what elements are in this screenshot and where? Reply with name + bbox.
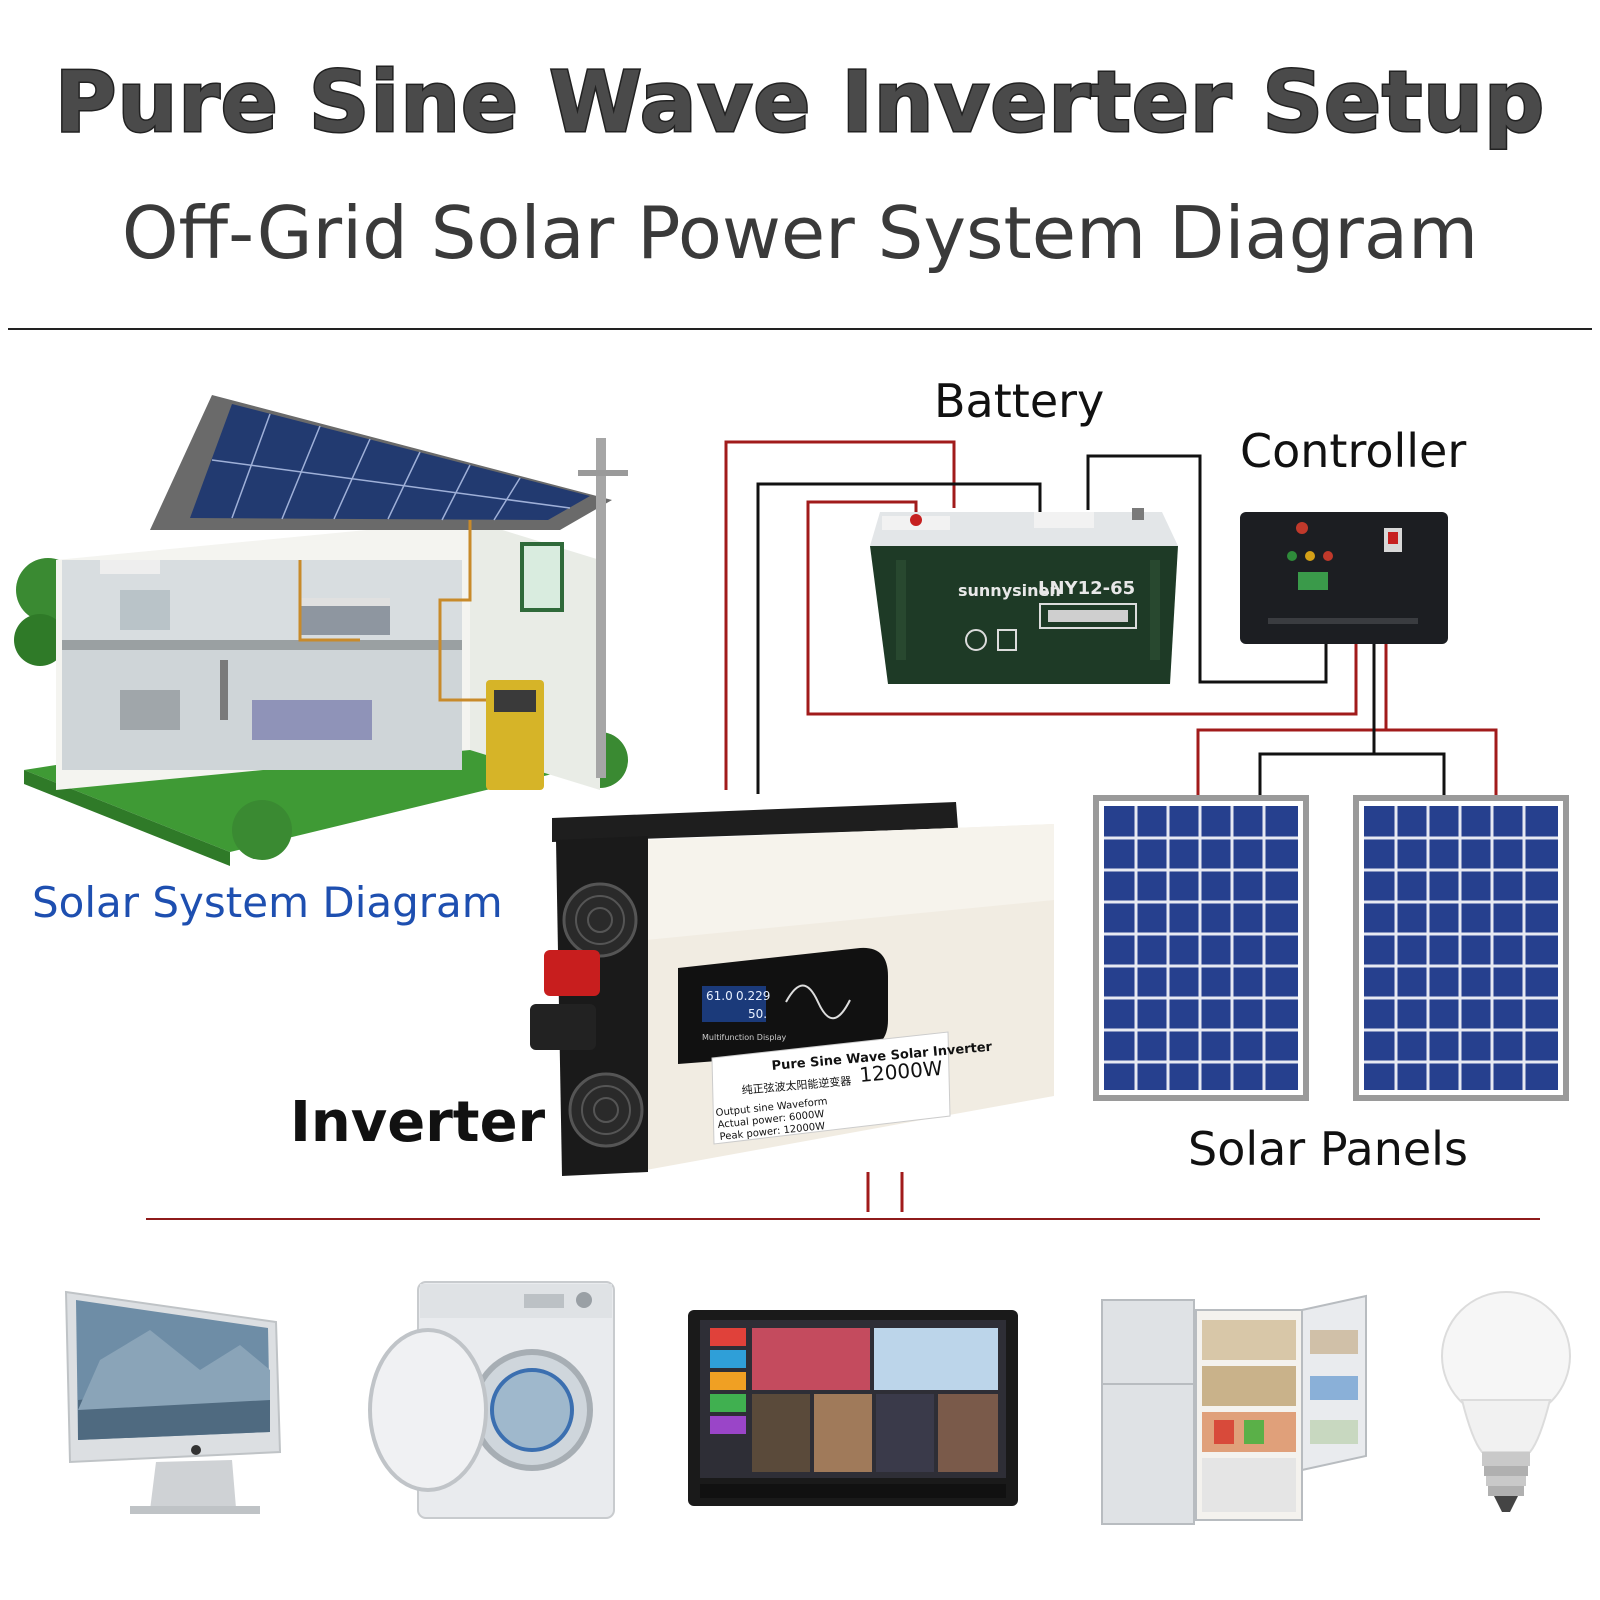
header-divider [8, 328, 1592, 330]
sine-wave-icon [785, 984, 851, 1020]
lcd-readout-left: 61.0 [706, 989, 733, 1003]
display-label: Multifunction Display [702, 1033, 787, 1042]
battery-negative-terminal [1132, 508, 1144, 520]
inverter-positive-terminal [544, 950, 600, 996]
battery-brand-text: sunnysinen [958, 581, 1061, 600]
inverter-illustration: 61.0 0.229 50. Multifunction Display Pur… [530, 802, 1054, 1176]
wire-controller-panel-positive-2 [1386, 728, 1498, 798]
wire-battery-controller-positive [806, 500, 1358, 716]
wire-inverter-battery-positive [724, 440, 956, 790]
television-icon [688, 1310, 1018, 1506]
page-subtitle: Off-Grid Solar Power System Diagram [121, 191, 1479, 275]
inverter-negative-terminal [530, 1004, 596, 1050]
solar-panel-right [1353, 795, 1569, 1101]
lcd-readout-right: 0.229 [736, 989, 770, 1003]
charge-controller-illustration [1240, 512, 1448, 644]
house-illustration [14, 395, 628, 866]
wire-controller-panel-positive [1196, 644, 1388, 798]
lcd-readout-bottom: 50. [748, 1007, 767, 1021]
controller-label: Controller [1240, 424, 1467, 478]
solar-system-diagram-label: Solar System Diagram [32, 878, 503, 927]
battery-positive-terminal [910, 514, 922, 526]
wire-controller-panel-negative-2 [1374, 752, 1446, 798]
wire-controller-panel-negative [1258, 644, 1376, 798]
wire-inverter-battery-negative [756, 482, 1042, 794]
light-bulb-icon [1441, 1291, 1571, 1512]
wiring [724, 440, 1498, 1212]
wire-battery-controller-negative [1086, 454, 1328, 684]
solar-panels-label: Solar Panels [1188, 1122, 1468, 1176]
battery-model-text: LNY12-65 [1038, 578, 1135, 599]
output-bus-line [146, 1218, 1540, 1220]
battery-label: Battery [934, 374, 1105, 428]
page-title: Pure Sine Wave Inverter Setup [53, 52, 1546, 153]
refrigerator-icon [1101, 1294, 1367, 1525]
washing-machine-icon [368, 1281, 615, 1519]
inverter-label: Inverter [290, 1090, 546, 1155]
solar-panel-left [1093, 795, 1309, 1101]
computer-monitor-icon [64, 1290, 282, 1514]
battery-illustration: sunnysinen LNY12-65 [870, 508, 1178, 684]
